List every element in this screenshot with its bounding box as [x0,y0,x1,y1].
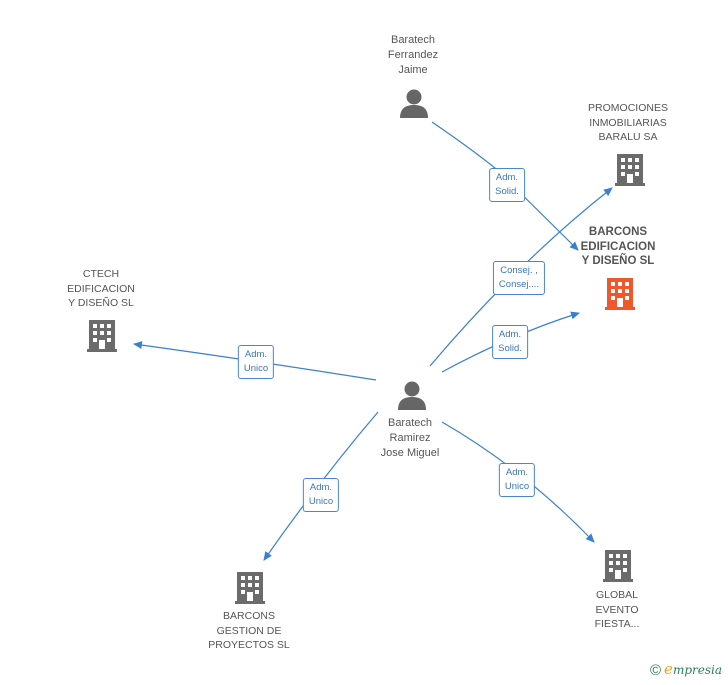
node-label-barcons-edificacion[interactable]: BARCONS EDIFICACION Y DISEÑO SL [580,226,656,267]
node-label-promociones[interactable]: PROMOCIONES INMOBILIARIAS BARALU SA [588,102,668,143]
brand-name: mpresia [672,663,722,677]
building-icon [615,154,645,186]
node-label-global-evento[interactable]: GLOBAL EVENTO FIESTA... [594,589,640,630]
edge-label-ramirez-promociones: Consej. , Consej.... [492,261,546,295]
edge-label-ramirez-global-evento: Adm. Unico [498,463,536,497]
node-label-ramirez[interactable]: Baratech Ramirez Jose Miguel [380,417,440,459]
building-icon [603,550,633,582]
node-label-barcons-gestion[interactable]: BARCONS GESTION DE PROYECTOS SL [208,610,290,651]
edge-label-ramirez-barcons-gestion: Adm. Unico [302,478,340,512]
person-icon [400,89,428,118]
empresia-logo: ©empresia [650,660,722,679]
node-label-ferrandez[interactable]: Baratech Ferrandez Jaime [387,34,439,76]
building-icon-focus [605,278,635,310]
copyright-symbol: © [649,662,662,679]
building-icon [235,572,265,604]
edge-label-ramirez-ctech: Adm. Unico [237,345,275,379]
edge-label-ferrandez-barcons-edificacion: Adm. Solid. [489,168,525,202]
person-icon [398,381,426,410]
building-icon [87,320,117,352]
node-label-ctech[interactable]: CTECH EDIFICACION Y DISEÑO SL [67,268,135,309]
brand-initial: e [664,660,673,678]
edge-ferrandez-barcons-edificacion [431,121,579,251]
edge-label-ramirez-barcons-edificacion: Adm. Solid. [492,325,528,359]
